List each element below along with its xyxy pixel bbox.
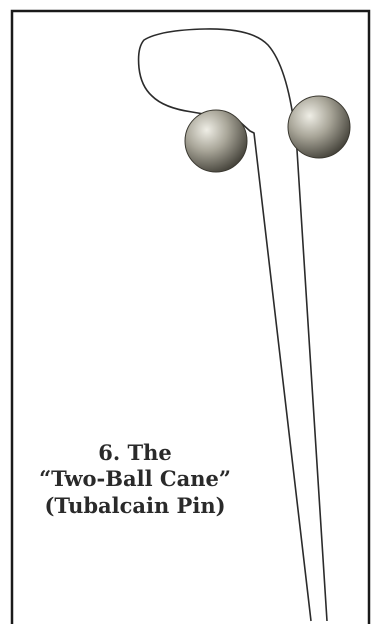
left-ball: [185, 110, 247, 172]
right-ball: [288, 96, 350, 158]
caption-number-line: 6. The: [20, 440, 250, 466]
caption-title-line: “Two-Ball Cane”: [20, 466, 250, 492]
figure-caption: 6. The “Two-Ball Cane” (Tubalcain Pin): [20, 440, 250, 519]
caption-subtitle-line: (Tubalcain Pin): [20, 493, 250, 519]
